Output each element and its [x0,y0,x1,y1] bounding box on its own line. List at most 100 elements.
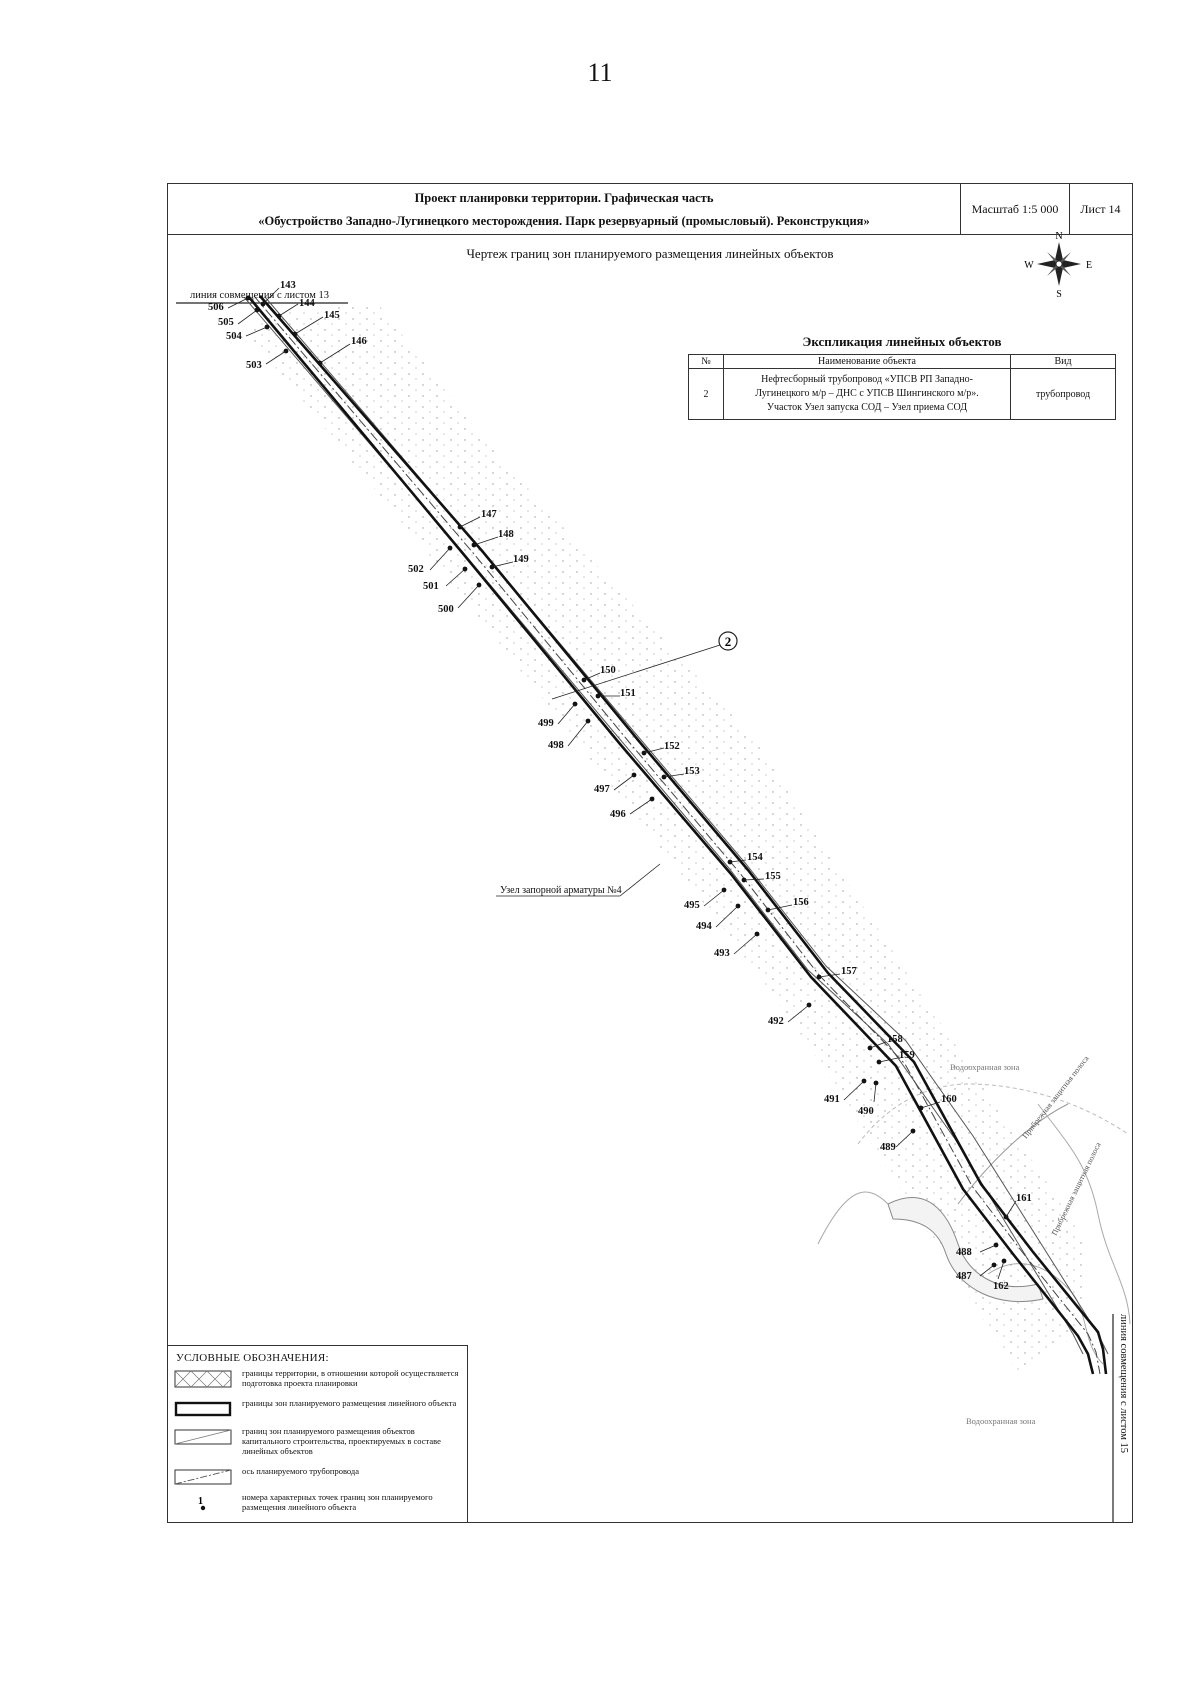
leader-lines [227,287,1017,1280]
point-label-158: 158 [887,1034,903,1045]
point-labels: 1431441451461471481491501511521531541551… [208,280,1032,1292]
point-label-155: 155 [765,871,781,882]
legend-text: границ зон планируемого размещения объек… [242,1426,441,1456]
object-marker-label: 2 [725,634,732,649]
title-block: Проект планировки территории. Графическа… [168,184,1132,235]
point-label-496: 496 [610,809,626,820]
explication-grid: № Наименование объекта Вид 2 Нефтесборны… [688,354,1116,420]
legend-text: номера характерных точек границ зон план… [242,1492,433,1512]
compass-e: E [1086,260,1092,271]
zone-boundary-right [259,295,1108,1375]
point-label-150: 150 [600,665,616,676]
compass-s: S [1056,289,1062,300]
drawing-frame: 2 N S E W линия совмещения с листом 13 У… [167,183,1133,1523]
match-line-right-label: линия совмещения с листом 15 [1118,1314,1129,1453]
point-label-162: 162 [993,1281,1009,1292]
title-line-2: «Обустройство Западно-Лугинецкого местор… [258,214,870,228]
legend-item-thick: границы зон планируемого размещения лине… [174,1398,464,1424]
object-marker-circle [718,631,738,651]
point-label-160: 160 [941,1094,957,1105]
hatched-boundary-symbol [174,1370,232,1388]
point-label-506: 506 [208,302,224,313]
compass-rose-icon: N S E W [1024,231,1092,300]
terrain-band [248,304,1088,1374]
zone-boundary-left [247,295,1095,1375]
point-label-495: 495 [684,900,700,911]
legend-item-point: 1 номера характерных точек границ зон пл… [174,1492,464,1518]
page-number: 11 [587,58,613,87]
scale-label: Масштаб 1:5 000 [961,184,1070,234]
point-label-503: 503 [246,360,262,371]
pipeline-axis [253,295,1101,1375]
legend-text: границы зон планируемого размещения лине… [242,1398,457,1408]
point-label-159: 159 [899,1050,915,1061]
point-label-157: 157 [841,966,857,977]
point-label-149: 149 [513,554,529,565]
point-label-143: 143 [280,280,296,291]
point-label-489: 489 [880,1142,896,1153]
terrain-contour [1037,1103,1131,1325]
row-num: 2 [688,368,724,420]
point-label-502: 502 [408,564,424,575]
point-label-501: 501 [423,581,439,592]
title-line-1: Проект планировки территории. Графическа… [414,191,714,205]
point-label-491: 491 [824,1094,840,1105]
row-name-line: Лугинецкого м/р – ДНС с УПСВ Шингинского… [755,388,979,399]
point-label-144: 144 [299,298,316,309]
legend-text: границы территории, в отношении которой … [242,1368,459,1388]
sheet-label: Лист 14 [1080,201,1121,216]
point-label-498: 498 [548,740,564,751]
point-label-148: 148 [498,529,514,540]
legend-item-hatched: границы территории, в отношении которой … [174,1368,464,1394]
valve-node-label: Узел запорной арматуры №4 [500,885,622,896]
river-outline [887,1197,1044,1303]
explication-title: Экспликация линейных объектов [802,334,1002,349]
shore-strip-label: Прибрежная защитная полоса [1050,1140,1103,1236]
oks-boundary-left [243,296,1084,1355]
point-label-487: 487 [956,1271,972,1282]
point-label-153: 153 [684,766,700,777]
map-canvas: 2 N S E W линия совмещения с листом 13 У… [176,231,1131,1522]
legend-item-thin: границ зон планируемого размещения объек… [174,1426,464,1462]
point-label-161: 161 [1016,1193,1032,1204]
water-zone-label: Водоохранная зона [966,1416,1036,1426]
title-main: Проект планировки территории. Графическа… [168,184,961,234]
point-label-146: 146 [351,336,367,347]
col-num-header: № [688,354,724,369]
point-marker-symbol: 1 [198,1496,206,1511]
point-label-152: 152 [664,741,680,752]
row-kind: трубопровод [1010,368,1116,420]
col-name-header: Наименование объекта [723,354,1011,369]
shore-strip-line [957,1103,1069,1205]
row-name-line: Участок Узел запуска СОД – Узел приема С… [766,402,968,413]
point-label-156: 156 [793,897,809,908]
axis-line-symbol [174,1469,232,1485]
compass-w: W [1024,260,1034,271]
point-label-499: 499 [538,718,554,729]
point-label-497: 497 [594,784,610,795]
point-label-151: 151 [620,688,636,699]
water-zone-label: Водоохранная зона [950,1062,1020,1072]
explication-table: Экспликация линейных объектов № Наименов… [688,334,1116,420]
row-name: Нефтесборный трубопровод «УПСВ РП Западн… [723,368,1011,420]
point-label-504: 504 [226,331,243,342]
point-label-493: 493 [714,948,730,959]
point-label-505: 505 [218,317,234,328]
legend-title: УСЛОВНЫЕ ОБОЗНАЧЕНИЯ: [176,1352,329,1364]
point-label-490: 490 [858,1106,874,1117]
col-kind-header: Вид [1010,354,1116,369]
table-row: 2 Нефтесборный трубопровод «УПСВ РП Запа… [688,368,1116,420]
match-line-top-label: линия совмещения с листом 13 [190,290,329,301]
point-label-488: 488 [956,1247,972,1258]
point-label-145: 145 [324,310,340,321]
point-label-147: 147 [481,509,497,520]
thick-boundary-symbol [174,1401,232,1417]
legend-text: ось планируемого трубопровода [242,1466,359,1476]
legend-item-axis: ось планируемого трубопровода [174,1466,464,1492]
drawing-title: Чертеж границ зон планируемого размещени… [466,246,834,261]
thin-boundary-symbol [174,1429,232,1445]
point-label-154: 154 [747,852,764,863]
compass-n: N [1055,231,1062,242]
point-marker-symbol-label: 1 [198,1496,203,1507]
legend: УСЛОВНЫЕ ОБОЗНАЧЕНИЯ: границы территории… [168,1345,468,1522]
